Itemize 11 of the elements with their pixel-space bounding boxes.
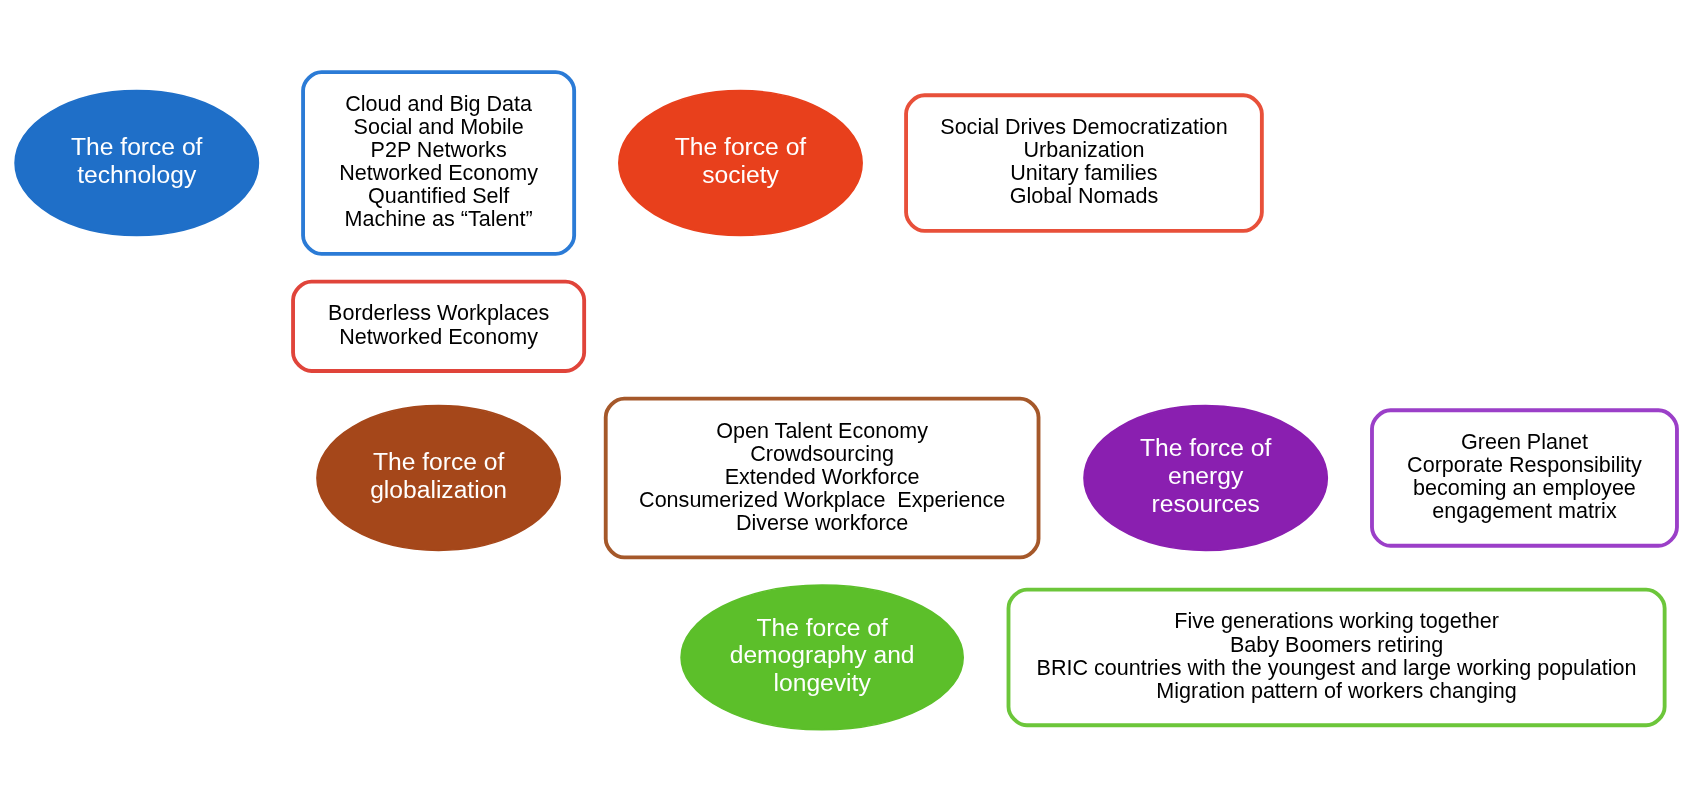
node-ellipse: The force of demography and longevity: [680, 583, 964, 731]
node-ellipse: The force of technology: [14, 89, 260, 236]
node-box: Open Talent Economy Crowdsourcing Extended Workforce Consumerized Workplace Experience Diverse workforce: [603, 396, 1041, 559]
node-box: Social Drives Democratization Urbanization Unitary families Global Nomads: [904, 92, 1264, 233]
node-ellipse: The force of society: [618, 89, 863, 236]
node-box: Borderless Workplaces Networked Economy: [291, 279, 587, 373]
node-box: Green Planet Corporate Responsibility becoming an employee engagement matrix: [1370, 407, 1679, 548]
node-box: Five generations working together Baby Boomers retiring BRIC countries with the youngest and large working population Migration pattern of workers changing: [1006, 587, 1667, 727]
node-box: Cloud and Big Data Social and Mobile P2P Networks Networked Economy Quantified Self Machine as “Talent”: [301, 69, 577, 256]
node-ellipse: The force of energy resources: [1083, 404, 1329, 551]
node-ellipse: The force of globalization: [316, 404, 562, 551]
